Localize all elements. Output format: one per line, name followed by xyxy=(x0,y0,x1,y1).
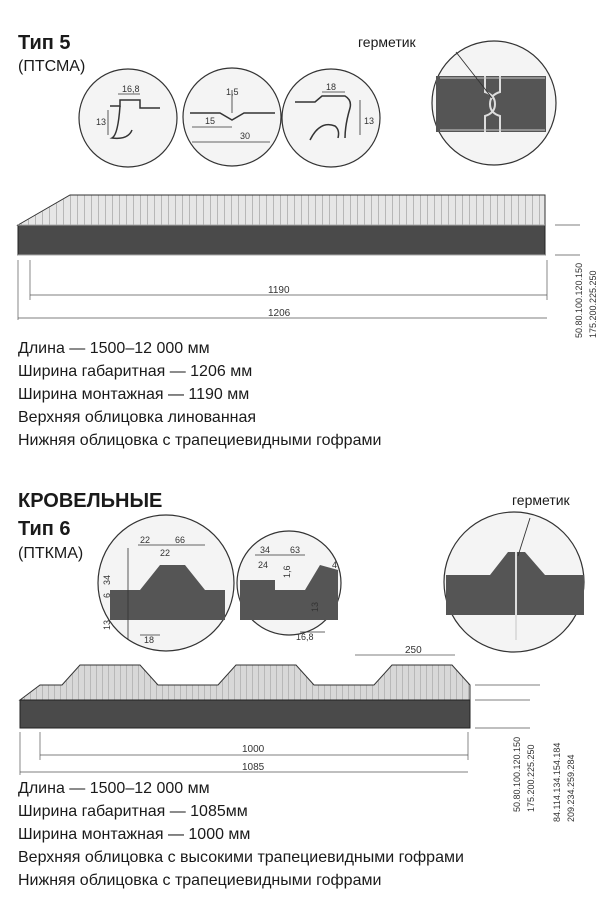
panel6-d1-e: 6 xyxy=(102,593,112,598)
panel5-d1-side: 13 xyxy=(96,117,106,127)
panel6-code: (ПТКМА) xyxy=(18,545,84,562)
panel6-d1-d: 34 xyxy=(102,575,112,585)
panel5-width-mount: 1190 xyxy=(268,285,290,296)
panel5-d2-left: 15 xyxy=(205,116,215,126)
panel5-drawing xyxy=(16,194,580,320)
panel6-specs: Длина — 1500–12 000 мм Ширина габаритная… xyxy=(18,777,464,892)
panel5-detail-circle-1 xyxy=(78,68,178,168)
panel6-d1-a: 22 xyxy=(140,535,150,545)
panel5-detail-circle-3 xyxy=(281,68,381,168)
panel6-thickness-1: 50.80.100.120.150 xyxy=(512,737,522,812)
panel6-d2-g: 16,8 xyxy=(296,632,314,642)
panel5-d1-top: 16,8 xyxy=(122,84,140,94)
panel5-width-total: 1206 xyxy=(268,308,291,319)
panel6-drawing xyxy=(18,654,540,775)
panel5-code: (ПТСМА) xyxy=(18,58,86,75)
spec-line: Нижняя облицовка с трапециевидными гофра… xyxy=(18,432,382,449)
panel6-category: КРОВЕЛЬНЫЕ xyxy=(18,490,163,512)
panel6-d1-g: 18 xyxy=(144,635,154,645)
panel6-height-2: 209.234.259.284 xyxy=(566,754,576,822)
spec-line: Нижняя облицовка с трапециевидными гофра… xyxy=(18,872,382,889)
panel6-d1-c: 22 xyxy=(160,548,170,558)
panel6-sealant-label: герметик xyxy=(512,492,570,508)
panel6-sealant-circle xyxy=(443,511,585,653)
panel5-detail-circle-2 xyxy=(182,67,282,167)
panel5-d3-top: 18 xyxy=(326,82,336,92)
panel5-thickness-1: 50.80.100.120.150 xyxy=(574,263,584,338)
spec-line: Верхняя облицовка с высокими трапециевид… xyxy=(18,849,464,866)
panel6-d2-f: 13 xyxy=(310,602,320,612)
panel6-d2-a: 34 xyxy=(260,545,270,555)
spec-line: Ширина габаритная — 1085мм xyxy=(18,803,248,820)
panel5-sealant-circle xyxy=(431,40,557,166)
panel5-sealant-label: герметик xyxy=(358,34,416,50)
panel6-width-total: 1085 xyxy=(242,762,265,773)
panel6-d2-c: 24 xyxy=(258,560,268,570)
panel6-rib-step: 250 xyxy=(405,645,422,656)
panel6-detail-circle-2 xyxy=(236,530,342,636)
spec-line: Длина — 1500–12 000 мм xyxy=(18,340,210,357)
panel6-height-1: 84.114.134.154.184 xyxy=(552,743,562,822)
panel6-thickness-2: 175.200.225.250 xyxy=(526,744,536,812)
panel5-d3-side: 13 xyxy=(364,116,374,126)
spec-line: Ширина монтажная — 1000 мм xyxy=(18,826,251,843)
panel5-d2-bottom: 30 xyxy=(240,131,250,141)
panel6-d2-e: 4 xyxy=(332,560,337,570)
spec-line: Ширина габаритная — 1206 мм xyxy=(18,363,253,380)
panel6-d2-d: 1,6 xyxy=(282,565,292,578)
panel5-title: Тип 5 xyxy=(18,32,71,54)
panel6-d2-b: 63 xyxy=(290,545,300,555)
panel6-width-mount: 1000 xyxy=(242,744,265,755)
spec-line: Верхняя облицовка линованная xyxy=(18,409,257,426)
panel6-d1-b: 66 xyxy=(175,535,185,545)
spec-line: Длина — 1500–12 000 мм xyxy=(18,780,210,797)
panel6-d1-f: 13 xyxy=(102,620,112,630)
panel6-detail-circle-1 xyxy=(97,514,235,652)
panel5-d2-top: 1,5 xyxy=(226,87,239,97)
panel5-specs: Длина — 1500–12 000 мм Ширина габаритная… xyxy=(18,337,381,452)
spec-line: Ширина монтажная — 1190 мм xyxy=(18,386,250,403)
panel5-thickness-2: 175.200.225.250 xyxy=(588,270,598,338)
panel6-title: Тип 6 xyxy=(18,518,71,540)
